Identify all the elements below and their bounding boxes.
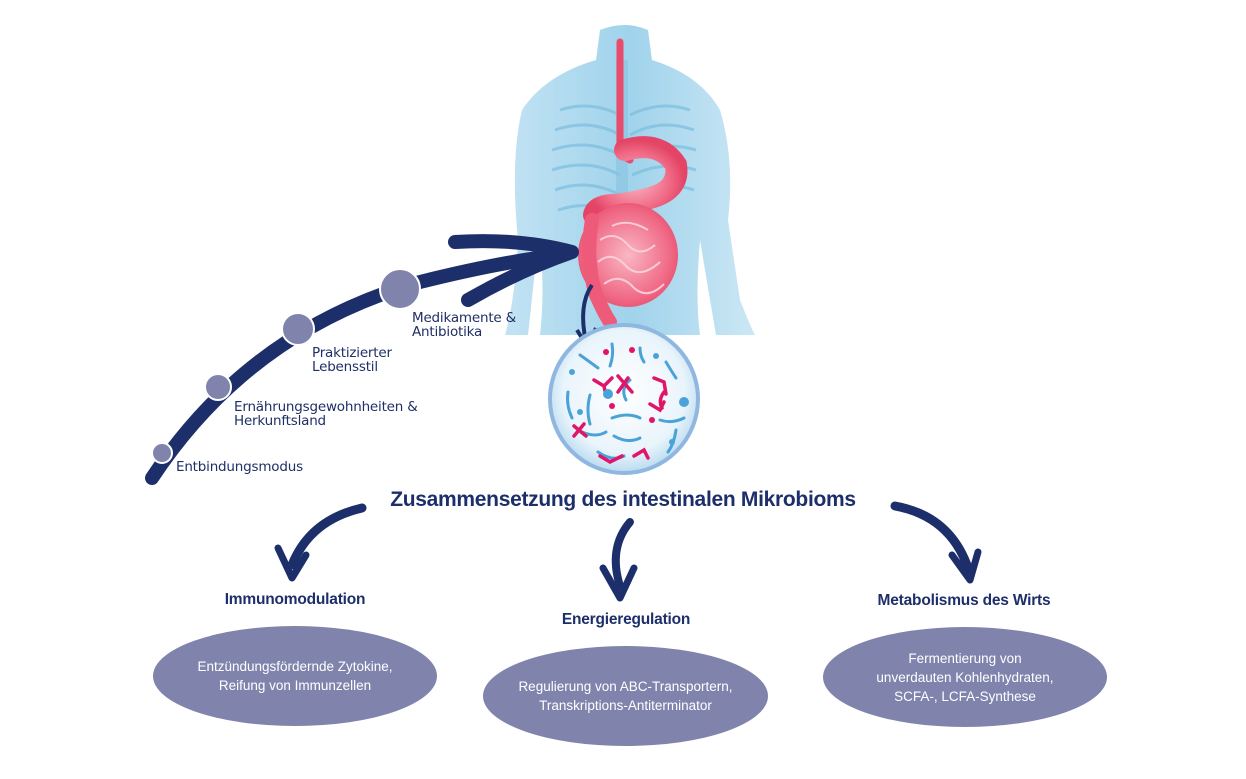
- arrow-to-metabolismus: [890, 501, 973, 573]
- timeline-label-ernaehrung: Ernährungsgewohnheiten & Herkunftsland: [234, 400, 418, 428]
- label-line: Antibiotika: [412, 324, 483, 340]
- digestive-tract-icon: [578, 38, 688, 329]
- outcome-title-energieregulation: Energieregulation: [561, 611, 691, 628]
- oval-line: Regulierung von ABC-Transportern,: [518, 679, 733, 694]
- label-line: Herkunftsland: [234, 413, 326, 429]
- label-line: Medikamente &: [412, 310, 516, 326]
- outcome-arrows: [274, 501, 982, 602]
- outcome-title-immunomodulation: Immunomodulation: [224, 591, 366, 608]
- oval-line: SCFA-, LCFA-Synthese: [894, 688, 1036, 704]
- timeline-dot-1: [151, 442, 173, 464]
- oval-line: Reifung von Immunzellen: [218, 678, 372, 693]
- outcome-oval-metabolismus: Fermentierung von unverdauten Kohlenhydr…: [823, 627, 1107, 727]
- outcome-oval-energieregulation: Regulierung von ABC-Transportern, Transk…: [483, 646, 768, 746]
- timeline-label-medikamente: Medikamente & Antibiotika: [412, 311, 516, 339]
- outcome-oval-immunomodulation: Entzündungsfördernde Zytokine, Reifung v…: [153, 626, 437, 726]
- oval-line: Fermentierung von: [908, 650, 1022, 666]
- outcome-title-metabolismus: Metabolismus des Wirts: [877, 592, 1051, 609]
- timeline-label-entbindungsmodus: Entbindungsmodus: [176, 460, 303, 474]
- timeline-label-lebensstil: Praktizierter Lebensstil: [312, 346, 392, 374]
- arrow-to-immunomodulation: [287, 503, 367, 570]
- label-line: Lebensstil: [312, 359, 378, 375]
- timeline-dot-4: [379, 268, 421, 310]
- arrow-to-energieregulation: [611, 518, 634, 590]
- timeline-arrow: [145, 234, 579, 485]
- label-line: Ernährungsgewohnheiten &: [234, 399, 418, 415]
- oval-line: Transkriptions-Antiterminator: [539, 698, 712, 713]
- oval-line: unverdauten Kohlenhydraten,: [876, 669, 1054, 685]
- microbiome-petri-dish-icon: [548, 323, 700, 475]
- timeline-dot-2: [204, 373, 232, 401]
- label-line: Praktizierter: [312, 345, 392, 361]
- center-title: Zusammensetzung des intestinalen Mikrobi…: [390, 488, 856, 511]
- timeline-dot-3: [281, 312, 315, 346]
- label-line: Entbindungsmodus: [176, 459, 303, 475]
- oval-line: Entzündungsfördernde Zytokine,: [197, 659, 393, 674]
